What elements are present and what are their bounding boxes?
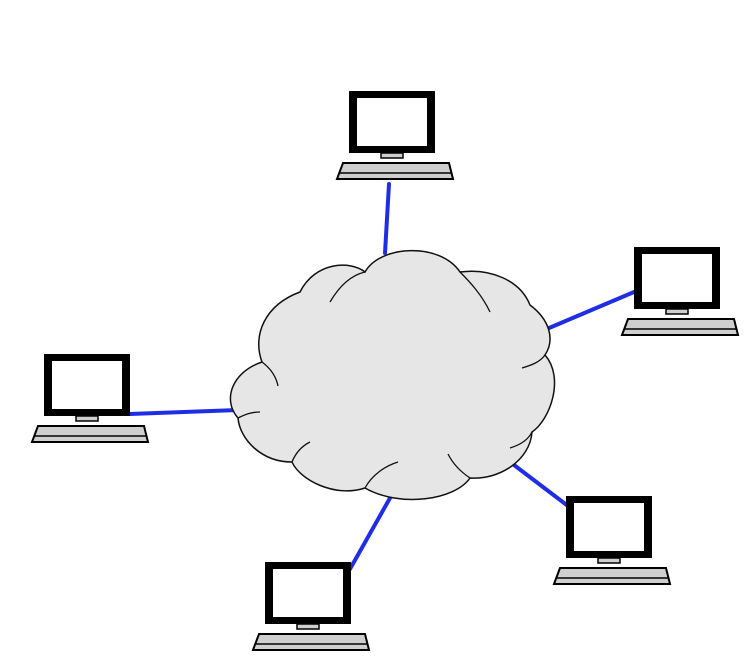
cloud-inner-fold-1 xyxy=(329,271,366,303)
links xyxy=(128,182,636,571)
cloud-inner-fold-5 xyxy=(447,453,471,479)
cloud-inner-fold-8 xyxy=(261,361,279,387)
cloud-inner-fold-7 xyxy=(291,441,311,463)
cloud-inner-fold-6 xyxy=(364,461,399,489)
cloud-inner-fold-2 xyxy=(459,271,491,313)
link-left xyxy=(128,408,240,416)
link-right xyxy=(540,290,636,333)
cloud-icon xyxy=(229,249,556,501)
cloud-inner-fold-4 xyxy=(509,431,533,449)
cloud-shape xyxy=(229,249,556,501)
link-bottom-right xyxy=(512,463,570,508)
cloud-inner-fold-3 xyxy=(521,354,546,369)
link-bottom xyxy=(348,496,392,571)
cloud-inner-fold-9 xyxy=(237,411,261,419)
link-top xyxy=(383,182,391,255)
